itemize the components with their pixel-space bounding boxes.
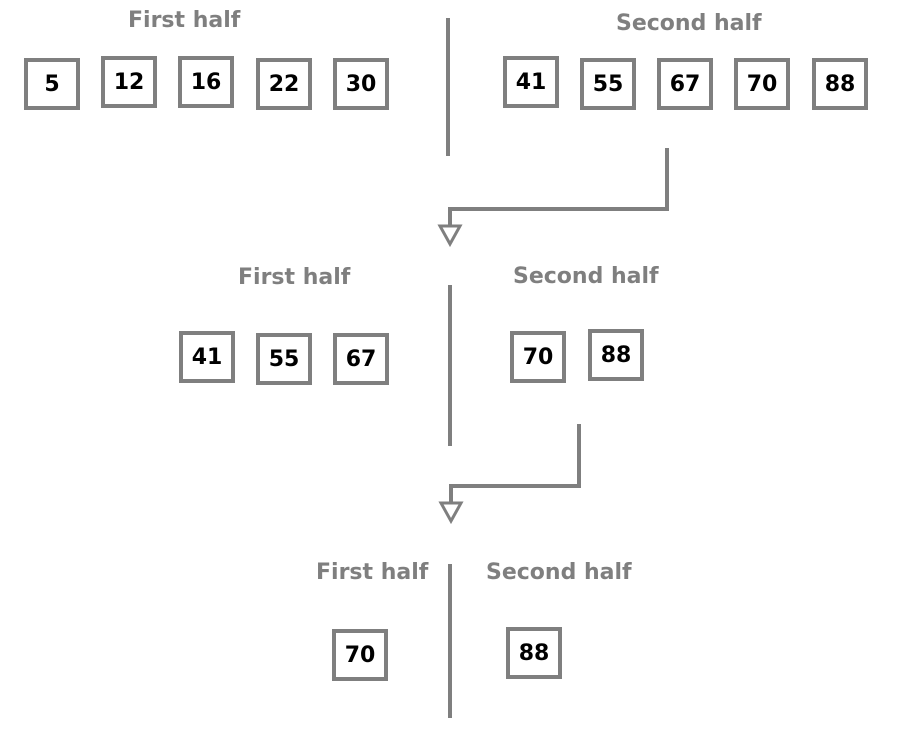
level1-second-item: 41 (503, 56, 559, 108)
level2-second-half-label: Second half (513, 264, 659, 289)
level2-first-half-label: First half (238, 265, 351, 290)
level3-second-item: 88 (506, 627, 562, 679)
level1-divider (446, 18, 450, 156)
level3-first-item: 70 (332, 629, 388, 681)
level2-second-item: 88 (588, 329, 644, 381)
level3-divider (448, 564, 452, 718)
level1-first-item: 30 (333, 58, 389, 110)
level2-second-item: 70 (510, 331, 566, 383)
level1-second-item: 55 (580, 58, 636, 110)
level1-second-item: 67 (657, 58, 713, 110)
level1-second-half-label: Second half (616, 11, 762, 36)
level1-second-item: 88 (812, 58, 868, 110)
level1-first-item: 12 (101, 56, 157, 108)
level1-first-item: 16 (178, 56, 234, 108)
level3-first-half-label: First half (316, 560, 429, 585)
level2-first-item: 41 (179, 331, 235, 383)
level2-first-item: 55 (256, 333, 312, 385)
level3-second-half-label: Second half (486, 560, 632, 585)
level2-first-item: 67 (333, 333, 389, 385)
level1-first-half-label: First half (128, 8, 241, 33)
level1-first-item: 5 (24, 58, 80, 110)
level2-divider (448, 285, 452, 446)
level1-first-item: 22 (256, 58, 312, 110)
level1-second-item: 70 (734, 58, 790, 110)
